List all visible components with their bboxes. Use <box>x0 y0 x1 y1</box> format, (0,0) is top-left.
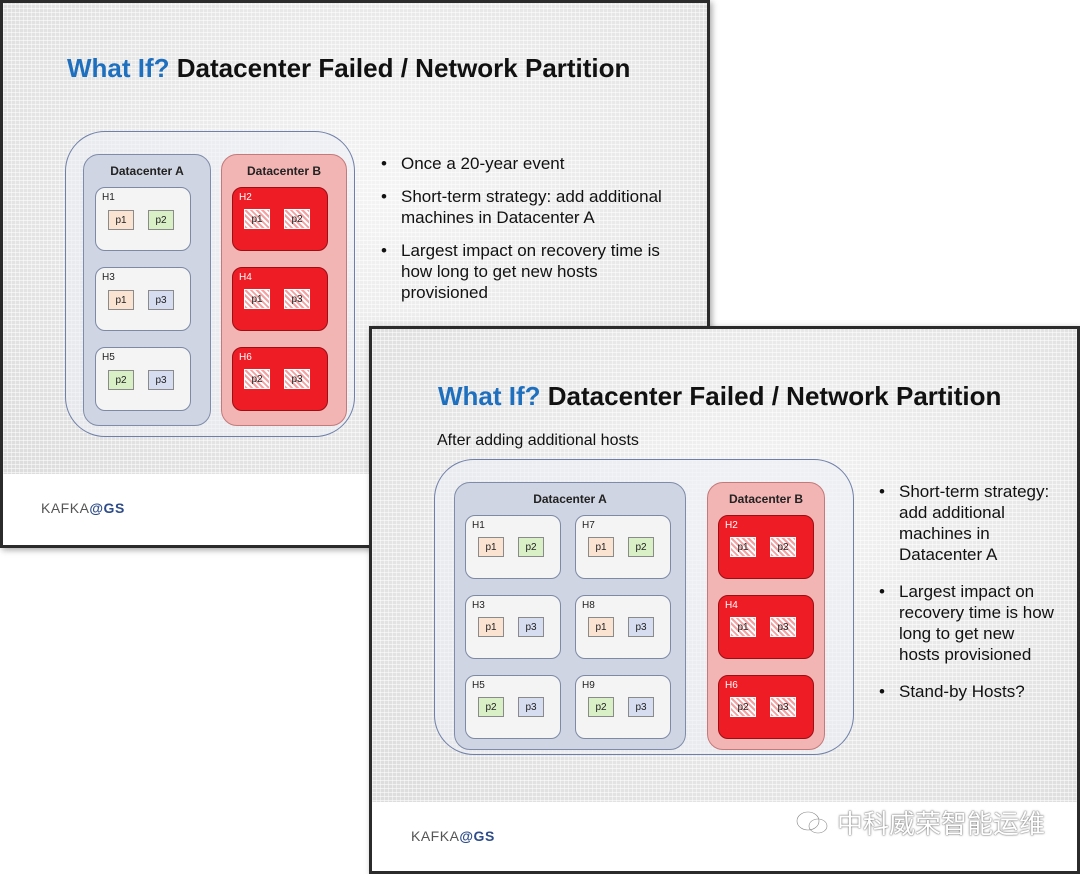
partition-p2: p2 <box>730 697 756 717</box>
host-h7: H7 p1 p2 <box>575 515 671 579</box>
title-question: What If? <box>438 381 541 411</box>
partition-p1: p1 <box>244 209 270 229</box>
partition-p2: p2 <box>518 537 544 557</box>
host-name: H2 <box>239 192 252 203</box>
host-h6: H6 p2 p3 <box>718 675 814 739</box>
partition-p1: p1 <box>108 290 134 310</box>
partition-p1: p1 <box>730 617 756 637</box>
partition-p2: p2 <box>244 369 270 389</box>
host-name: H3 <box>472 600 485 611</box>
host-h3: H3 p1 p3 <box>95 267 191 331</box>
partition-p1: p1 <box>478 537 504 557</box>
partition-p2: p2 <box>628 537 654 557</box>
partition-p3: p3 <box>770 697 796 717</box>
bullet: Short-term strategy: add additional mach… <box>379 186 679 228</box>
host-name: H2 <box>725 520 738 531</box>
datacenter-a-label: Datacenter A <box>533 492 607 506</box>
slide-2-footer <box>372 802 1077 871</box>
host-name: H9 <box>582 680 595 691</box>
partition-p3: p3 <box>518 697 544 717</box>
brand-accent: @GS <box>459 828 495 844</box>
host-name: H1 <box>472 520 485 531</box>
host-h5: H5 p2 p3 <box>465 675 561 739</box>
partition-p1: p1 <box>730 537 756 557</box>
slide-2-title: What If? Datacenter Failed / Network Par… <box>438 381 1001 412</box>
datacenter-b-label: Datacenter B <box>728 492 804 506</box>
wechat-icon <box>795 810 829 836</box>
host-name: H5 <box>102 352 115 363</box>
title-question: What If? <box>67 53 170 83</box>
datacenter-a-label: Datacenter A <box>110 164 184 178</box>
partition-p3: p3 <box>148 370 174 390</box>
host-h5: H5 p2 p3 <box>95 347 191 411</box>
bullet: Stand-by Hosts? <box>877 681 1055 702</box>
brand-logo: KAFKA@GS <box>41 500 125 516</box>
host-h6: H6 p2 p3 <box>232 347 328 411</box>
slide-2-bullets: Short-term strategy: add additional mach… <box>877 481 1055 714</box>
slide-2: What If? Datacenter Failed / Network Par… <box>369 326 1080 874</box>
host-name: H6 <box>239 352 252 363</box>
partition-p3: p3 <box>284 289 310 309</box>
host-h4: H4 p1 p3 <box>718 595 814 659</box>
slide-1-bullets: Once a 20-year event Short-term strategy… <box>379 153 679 315</box>
partition-p3: p3 <box>770 617 796 637</box>
datacenter-b-label: Datacenter B <box>246 164 322 178</box>
partition-p3: p3 <box>628 697 654 717</box>
bullet: Largest impact on recovery time is how l… <box>379 240 679 303</box>
watermark: 中科威荣智能运维 <box>795 804 1045 841</box>
partition-p3: p3 <box>284 369 310 389</box>
host-h8: H8 p1 p3 <box>575 595 671 659</box>
partition-p1: p1 <box>588 617 614 637</box>
host-h2: H2 p1 p2 <box>232 187 328 251</box>
slide-2-subtitle: After adding additional hosts <box>437 432 639 449</box>
brand-logo: KAFKA@GS <box>411 828 495 844</box>
host-name: H3 <box>102 272 115 283</box>
partition-p3: p3 <box>518 617 544 637</box>
watermark-text: 中科威荣智能运维 <box>836 810 1045 840</box>
bullet: Largest impact on recovery time is how l… <box>877 581 1055 665</box>
host-name: H6 <box>725 680 738 691</box>
host-name: H4 <box>725 600 738 611</box>
partition-p1: p1 <box>588 537 614 557</box>
partition-p2: p2 <box>770 537 796 557</box>
brand-text: KAFKA <box>411 828 460 844</box>
partition-p2: p2 <box>478 697 504 717</box>
bullet: Once a 20-year event <box>379 153 679 174</box>
partition-p2: p2 <box>108 370 134 390</box>
brand-accent: @GS <box>89 500 125 516</box>
partition-p2: p2 <box>588 697 614 717</box>
brand-text: KAFKA <box>41 500 90 516</box>
partition-p1: p1 <box>108 210 134 230</box>
slide-1-title: What If? Datacenter Failed / Network Par… <box>67 53 630 84</box>
host-h4: H4 p1 p3 <box>232 267 328 331</box>
host-name: H5 <box>472 680 485 691</box>
bullet: Short-term strategy: add additional mach… <box>877 481 1055 565</box>
host-name: H7 <box>582 520 595 531</box>
partition-p2: p2 <box>148 210 174 230</box>
partition-p1: p1 <box>478 617 504 637</box>
host-name: H4 <box>239 272 252 283</box>
partition-p1: p1 <box>244 289 270 309</box>
partition-p2: p2 <box>284 209 310 229</box>
title-text: Datacenter Failed / Network Partition <box>169 53 631 83</box>
host-h2: H2 p1 p2 <box>718 515 814 579</box>
partition-p3: p3 <box>148 290 174 310</box>
host-h3: H3 p1 p3 <box>465 595 561 659</box>
host-name: H8 <box>582 600 595 611</box>
host-h1: H1 p1 p2 <box>95 187 191 251</box>
partition-p3: p3 <box>628 617 654 637</box>
title-text: Datacenter Failed / Network Partition <box>540 381 1002 411</box>
host-h9: H9 p2 p3 <box>575 675 671 739</box>
host-h1: H1 p1 p2 <box>465 515 561 579</box>
host-name: H1 <box>102 192 115 203</box>
